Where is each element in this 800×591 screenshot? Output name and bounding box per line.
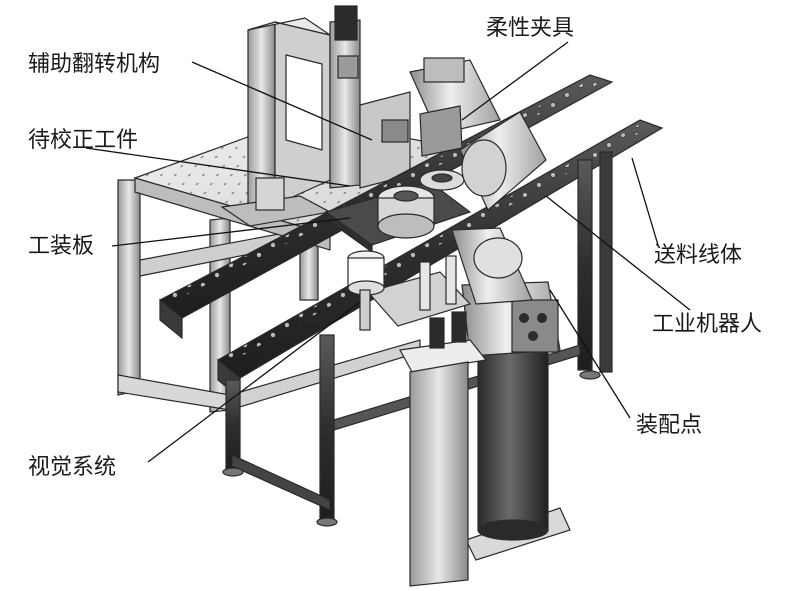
label-workpiece: 待校正工件 xyxy=(28,128,138,153)
leader-robot xyxy=(545,195,691,311)
vision-system xyxy=(347,250,385,331)
leader-fixture-plate xyxy=(111,217,351,247)
leader-assembly-point xyxy=(549,289,631,419)
label-vision-system: 视觉系统 xyxy=(28,455,116,480)
leader-flexible-fixture xyxy=(461,41,569,121)
leader-conveyor xyxy=(631,157,659,246)
assembly-station xyxy=(366,255,488,587)
label-flip-mechanism: 辅助翻转机构 xyxy=(28,52,160,77)
label-conveyor: 送料线体 xyxy=(654,243,742,268)
label-assembly-point: 装配点 xyxy=(636,413,702,438)
flip-mechanism xyxy=(220,5,411,227)
leader-workpiece xyxy=(85,147,351,187)
labels: 辅助翻转机构 柔性夹具 待校正工件 工装板 送料线体 工业机器人 装配点 视觉系… xyxy=(28,16,762,480)
label-flexible-fixture: 柔性夹具 xyxy=(486,16,574,41)
leader-lines xyxy=(85,41,691,463)
leader-flip-mechanism xyxy=(191,61,373,141)
label-robot: 工业机器人 xyxy=(652,312,762,337)
leader-vision-system xyxy=(147,301,361,463)
industrial-robot xyxy=(409,57,571,561)
label-fixture-plate: 工装板 xyxy=(28,234,94,259)
